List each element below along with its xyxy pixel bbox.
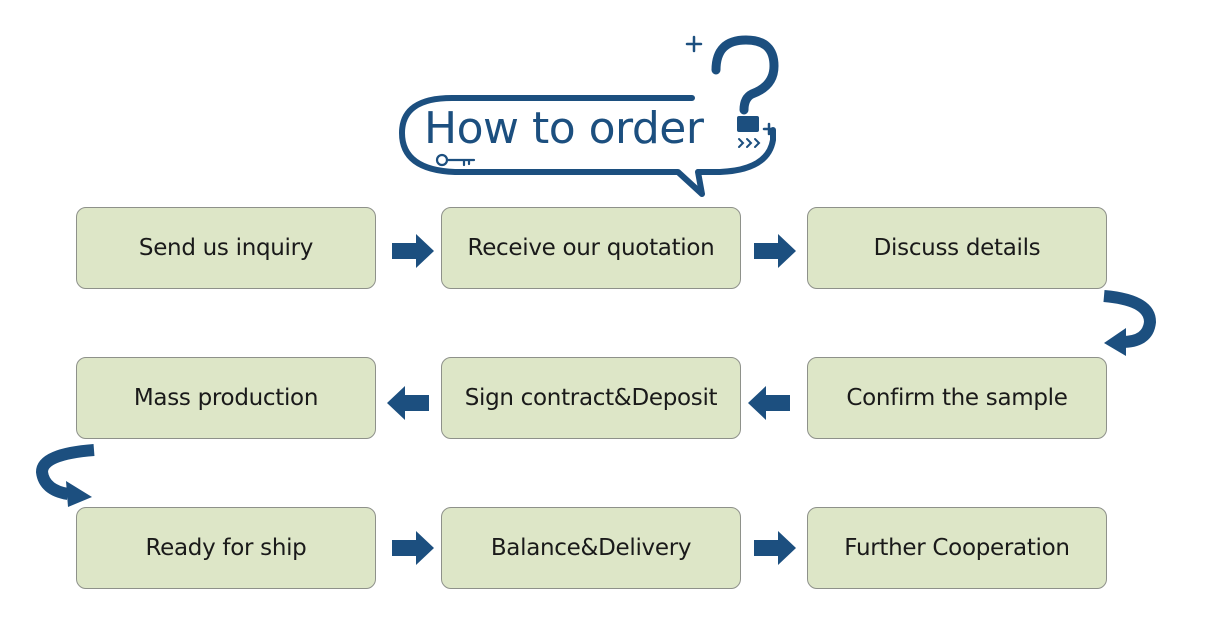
- step-label: Ready for ship: [145, 535, 307, 561]
- step-receive-quotation: Receive our quotation: [441, 207, 741, 289]
- curved-arrow-icon: [35, 444, 95, 507]
- step-balance-delivery: Balance&Delivery: [441, 507, 741, 589]
- step-label: Confirm the sample: [846, 385, 1068, 411]
- plus-icon: [685, 35, 776, 136]
- speech-bubble-icon: [399, 95, 776, 197]
- step-further-cooperation: Further Cooperation: [807, 507, 1107, 589]
- step-discuss-details: Discuss details: [807, 207, 1107, 289]
- curved-arrow-icon: [1103, 290, 1157, 356]
- arrow-right-icon: [392, 531, 434, 565]
- step-label: Discuss details: [873, 235, 1041, 261]
- step-label: Send us inquiry: [138, 235, 314, 261]
- step-label: Sign contract&Deposit: [464, 385, 718, 411]
- arrow-right-icon: [754, 234, 796, 268]
- page-title: How to order: [424, 103, 704, 154]
- step-sign-contract: Sign contract&Deposit: [441, 357, 741, 439]
- arrow-left-icon: [748, 386, 790, 420]
- step-confirm-sample: Confirm the sample: [807, 357, 1107, 439]
- key-icon: [435, 153, 476, 167]
- step-label: Mass production: [133, 385, 319, 411]
- step-label: Balance&Delivery: [490, 535, 692, 561]
- arrow-right-icon: [754, 531, 796, 565]
- step-label: Receive our quotation: [467, 235, 715, 261]
- step-ready-for-ship: Ready for ship: [76, 507, 376, 589]
- question-mark-icon: [711, 35, 779, 148]
- step-mass-production: Mass production: [76, 357, 376, 439]
- step-send-inquiry: Send us inquiry: [76, 207, 376, 289]
- arrow-right-icon: [392, 234, 434, 268]
- arrow-left-icon: [387, 386, 429, 420]
- step-label: Further Cooperation: [844, 535, 1070, 561]
